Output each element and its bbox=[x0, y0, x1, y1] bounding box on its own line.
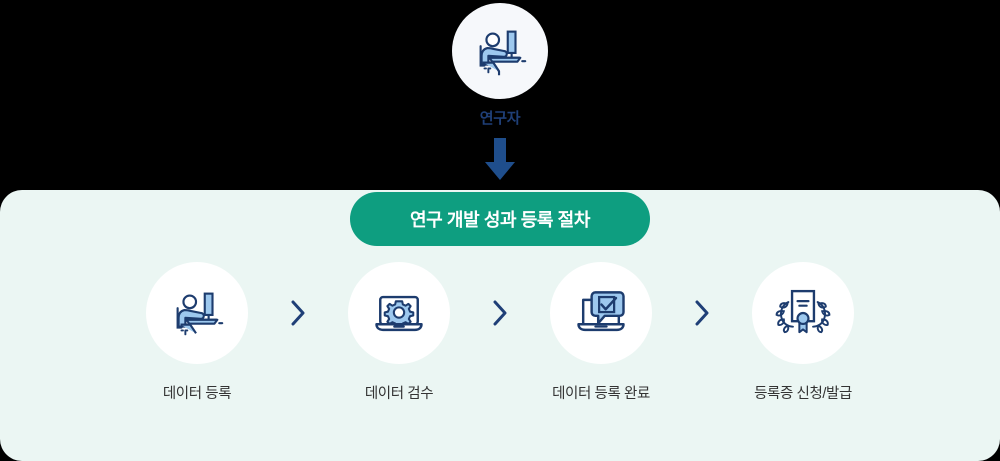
step-data-registration-complete[interactable]: 데이터 등록 완료 bbox=[526, 262, 676, 403]
researcher-at-desk-icon bbox=[469, 20, 531, 82]
step-label: 등록증 신청/발급 bbox=[754, 386, 852, 402]
step-certificate-issue[interactable]: 등록증 신청/발급 bbox=[728, 262, 878, 403]
step-label: 데이터 등록 bbox=[162, 386, 232, 402]
process-title-pill[interactable]: 연구 개발 성과 등록 절차 bbox=[350, 192, 650, 246]
step-separator-1 bbox=[272, 262, 324, 364]
certificate-laurel-icon bbox=[772, 284, 834, 342]
laptop-gear-icon bbox=[369, 283, 429, 343]
step-data-registration[interactable]: 데이터 등록 bbox=[122, 262, 272, 403]
step-icon-circle bbox=[146, 262, 248, 364]
chevron-right-icon bbox=[492, 300, 508, 326]
person-at-desk-icon bbox=[166, 282, 228, 344]
step-icon-circle bbox=[550, 262, 652, 364]
step-icon-circle bbox=[752, 262, 854, 364]
chevron-right-icon bbox=[290, 300, 306, 326]
laptop-check-bubble-icon bbox=[571, 283, 631, 343]
chevron-right-icon bbox=[694, 300, 710, 326]
actor-icon-circle bbox=[452, 3, 548, 99]
arrow-wrap bbox=[0, 138, 1000, 188]
step-data-review[interactable]: 데이터 검수 bbox=[324, 262, 474, 403]
step-label: 데이터 검수 bbox=[364, 386, 434, 402]
step-separator-2 bbox=[474, 262, 526, 364]
down-arrow-icon bbox=[480, 138, 520, 182]
process-title-label: 연구 개발 성과 등록 절차 bbox=[409, 210, 590, 230]
actor-block: 연구자 bbox=[0, 0, 1000, 136]
step-separator-3 bbox=[676, 262, 728, 364]
steps-row: 데이터 등록 bbox=[0, 262, 1000, 412]
step-icon-circle bbox=[348, 262, 450, 364]
actor-label: 연구자 bbox=[479, 110, 521, 127]
step-label: 데이터 등록 완료 bbox=[552, 386, 650, 402]
